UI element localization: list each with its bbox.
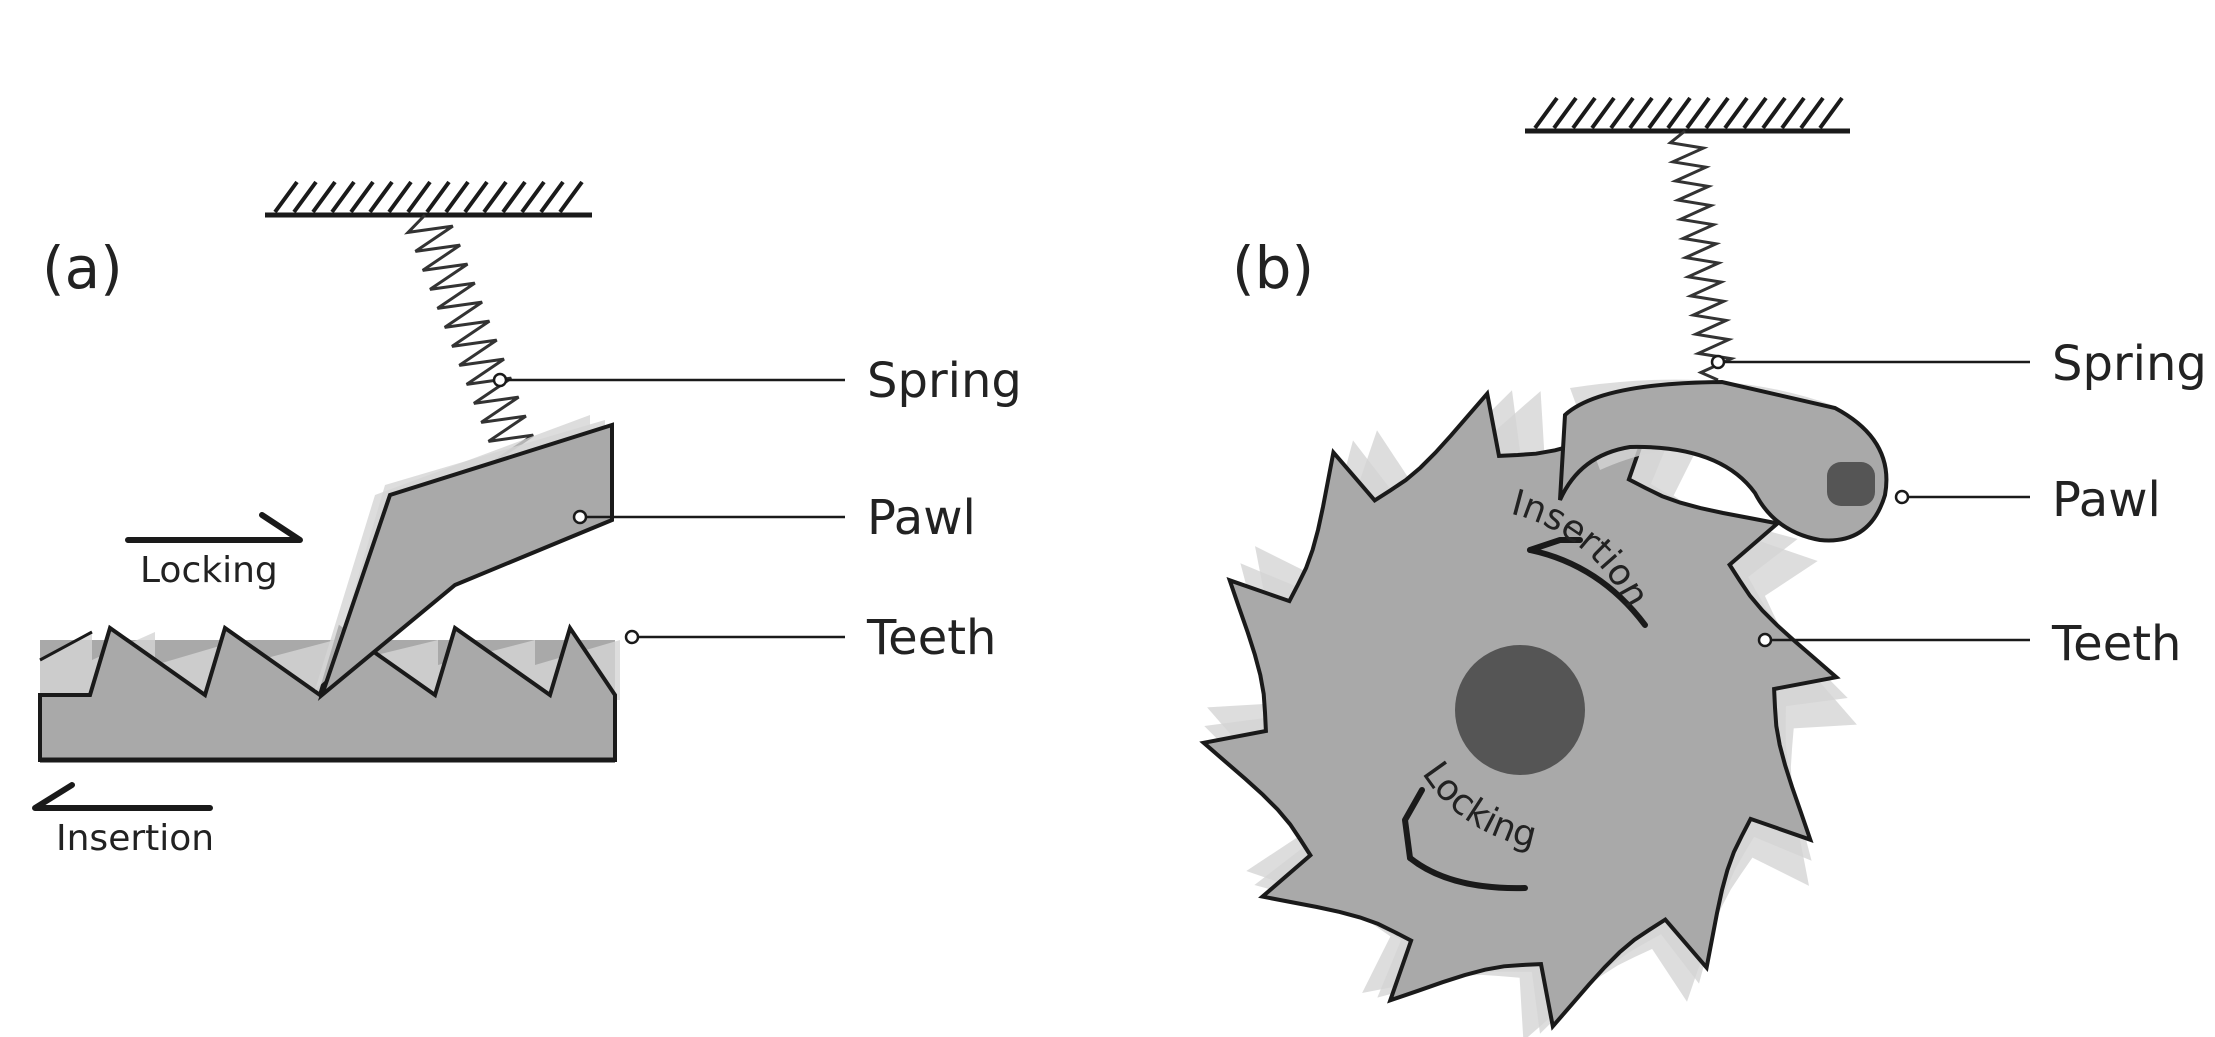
hatch-mark [1818, 96, 1844, 130]
panel-b-callout-pawl: Pawl [1894, 472, 2161, 528]
hatch-mark [1571, 96, 1597, 130]
hatch-mark [1647, 96, 1673, 130]
hatch-mark [501, 180, 527, 214]
hatch-mark [1761, 96, 1787, 130]
hatch-mark [1628, 96, 1654, 130]
panel-a-pawl-label: Pawl [867, 490, 976, 546]
hatch-mark [349, 180, 375, 214]
hatch-mark [444, 180, 470, 214]
hatch-mark [330, 180, 356, 214]
hatch-mark [425, 180, 451, 214]
panel-b-pawl-label: Pawl [2052, 472, 2161, 528]
panel-b-pawl-group [1558, 379, 1889, 543]
panel-a-spring [403, 213, 535, 464]
hatch-mark [273, 180, 299, 214]
hatch-mark [482, 180, 508, 214]
hatch-mark [1533, 96, 1559, 130]
hatch-mark [292, 180, 318, 214]
panel-b-letter: (b) [1232, 234, 1314, 302]
panel-b: (b) Insertion [1199, 96, 2207, 1037]
hatch-mark [1742, 96, 1768, 130]
panel-b-pawl [1558, 379, 1889, 543]
panel-b-callout-teeth: Teeth [1757, 616, 2181, 672]
panel-a: (a) Locking [32, 180, 1022, 859]
hatch-mark [1799, 96, 1825, 130]
hatch-mark [368, 180, 394, 214]
hatch-mark [1704, 96, 1730, 130]
hatch-mark [1780, 96, 1806, 130]
panel-a-letter: (a) [42, 234, 123, 302]
panel-a-locking-label: Locking [140, 550, 278, 591]
panel-b-pawl-pivot [1827, 462, 1875, 506]
panel-a-callout-teeth: Teeth [624, 610, 996, 666]
hatch-mark [1723, 96, 1749, 130]
panel-b-pawl-marker [1894, 489, 1910, 505]
panel-a-callout-pawl: Pawl [572, 490, 976, 546]
panel-a-insertion-arrow: Insertion [32, 782, 214, 859]
hatch-mark [1685, 96, 1711, 130]
panel-a-ground-support [265, 180, 592, 218]
hatch-mark [1590, 96, 1616, 130]
hatch-mark [1609, 96, 1635, 130]
panel-a-spring-marker [492, 372, 508, 388]
panel-a-pawl [317, 422, 614, 702]
panel-b-ground-support [1525, 96, 1850, 134]
panel-a-spring-label: Spring [867, 353, 1022, 409]
panel-a-teeth-marker [624, 629, 640, 645]
panel-b-wheel-group [1199, 389, 1857, 1037]
hatch-mark [520, 180, 546, 214]
hatch-mark [1666, 96, 1692, 130]
panel-b-spring [1666, 129, 1737, 382]
panel-a-pawl-marker [572, 509, 588, 525]
hatch-mark [463, 180, 489, 214]
hatch-mark [387, 180, 413, 214]
hatch-mark [539, 180, 565, 214]
panel-a-callout-spring: Spring [492, 353, 1022, 409]
panel-b-spring-marker [1710, 354, 1726, 370]
hatch-mark [558, 180, 584, 214]
panel-a-pawl-group [315, 415, 614, 702]
hatch-mark [406, 180, 432, 214]
panel-a-insertion-label: Insertion [56, 818, 214, 859]
panel-b-teeth-marker [1757, 632, 1773, 648]
hatch-mark [1552, 96, 1578, 130]
panel-a-teeth-label: Teeth [866, 610, 996, 666]
hatch-mark [311, 180, 337, 214]
panel-b-teeth-label: Teeth [2051, 616, 2181, 672]
panel-a-locking-arrow: Locking [125, 512, 303, 591]
panel-b-callout-spring: Spring [1710, 336, 2207, 392]
panel-b-spring-label: Spring [2052, 336, 2207, 392]
panel-b-wheel-hub [1455, 645, 1585, 775]
